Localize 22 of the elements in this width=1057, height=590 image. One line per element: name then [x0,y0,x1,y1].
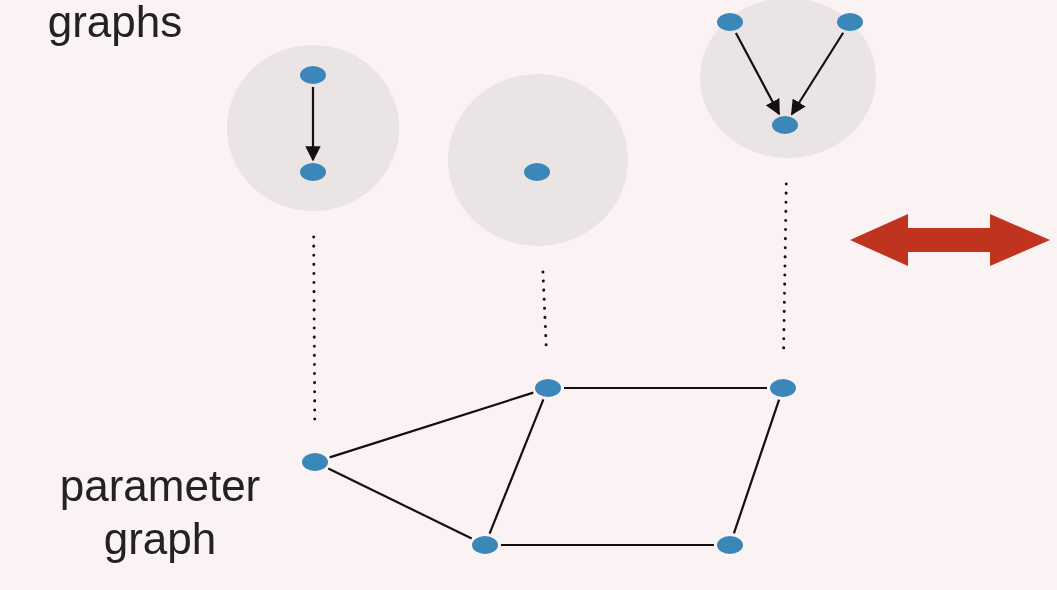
node-dot [472,536,498,554]
caption-text: graphs [46,0,184,48]
arrow [305,87,321,162]
arrow [790,32,845,116]
node-dot [535,379,561,397]
connector-line [732,399,781,534]
caption-text: parameter graph [58,460,262,565]
node-dot [300,66,326,84]
node-dot [300,163,326,181]
arrow [734,32,781,116]
connector-line [327,467,473,540]
node-dot [302,453,328,471]
node-dot [837,13,863,31]
node-dot [770,379,796,397]
node-dot [717,13,743,31]
connector-line [329,391,534,459]
connector-line [501,543,714,547]
node-dot [772,116,798,134]
connector-line [564,386,767,390]
connector-line [488,399,545,534]
node-dot [524,163,550,181]
node-dot [717,536,743,554]
